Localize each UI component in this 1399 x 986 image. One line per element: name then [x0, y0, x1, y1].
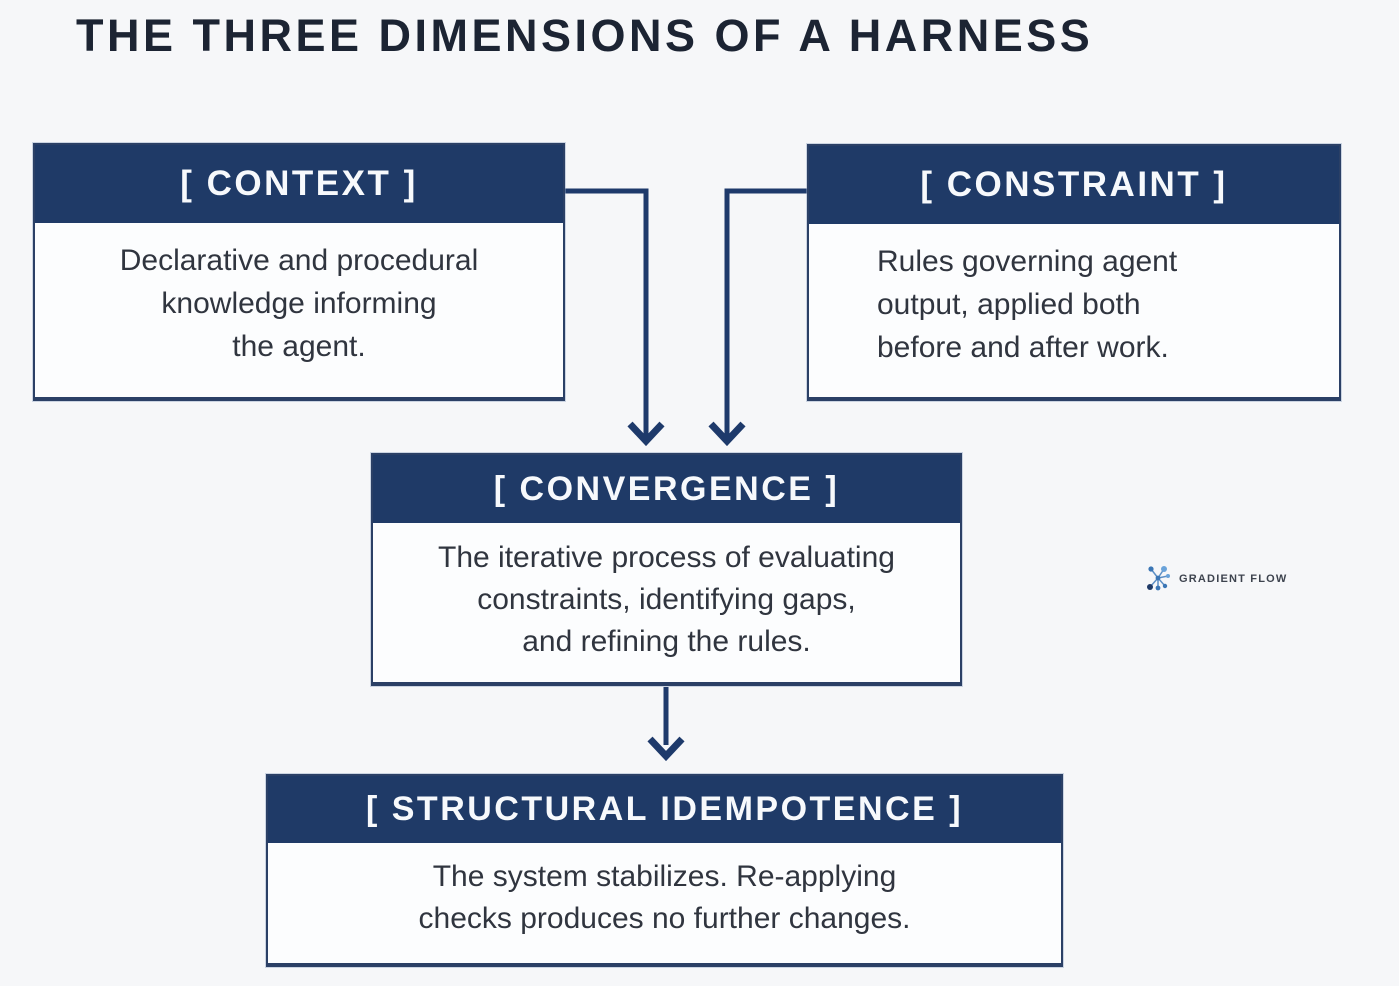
- gradient-flow-logo-label: GRADIENT FLOW: [1179, 573, 1288, 585]
- structural-idempotence-box-body: The system stabilizes. Re-applying check…: [268, 843, 1061, 940]
- structural-idempotence-body-line: The system stabilizes. Re-applying: [432, 860, 897, 893]
- constraint-body-line: Rules governing agent: [877, 245, 1178, 278]
- convergence-box-title: [ CONVERGENCE ]: [493, 469, 840, 508]
- context-body-line: the agent.: [232, 330, 366, 363]
- convergence-box-body: The iterative process of evaluating cons…: [373, 523, 960, 663]
- convergence-arrowhead-icon: [647, 736, 685, 762]
- gradient-flow-logo: GRADIENT FLOW: [1146, 564, 1287, 594]
- context-box-header: [ CONTEXT ]: [35, 145, 563, 223]
- convergence-body-line: The iterative process of evaluating: [438, 541, 895, 574]
- constraint-body-line: before and after work.: [877, 331, 1169, 364]
- structural-idempotence-box-header: [ STRUCTURAL IDEMPOTENCE ]: [268, 776, 1061, 843]
- context-arrowhead-icon: [627, 421, 665, 447]
- context-box-title: [ CONTEXT ]: [180, 164, 418, 203]
- constraint-to-convergence-connector: [724, 188, 807, 436]
- constraint-box-title: [ CONSTRAINT ]: [920, 165, 1228, 204]
- context-body-line: Declarative and procedural: [119, 244, 479, 277]
- constraint-box-header: [ CONSTRAINT ]: [809, 146, 1339, 224]
- network-graph-icon: [1147, 566, 1170, 591]
- constraint-box-body: Rules governing agent output, applied bo…: [809, 224, 1339, 369]
- structural-idempotence-box: [ STRUCTURAL IDEMPOTENCE ] The system st…: [266, 774, 1063, 967]
- constraint-body-line: output, applied both: [877, 288, 1141, 321]
- diagram-title: THE THREE DIMENSIONS OF A HARNESS: [76, 10, 1094, 61]
- structural-idempotence-box-title: [ STRUCTURAL IDEMPOTENCE ]: [365, 790, 964, 828]
- convergence-box-header: [ CONVERGENCE ]: [373, 455, 960, 523]
- convergence-box: [ CONVERGENCE ] The iterative process of…: [371, 453, 962, 686]
- context-body-line: knowledge informing: [161, 287, 437, 320]
- convergence-body-line: constraints, identifying gaps,: [477, 583, 856, 616]
- context-to-convergence-connector: [565, 188, 649, 436]
- constraint-arrowhead-icon: [708, 421, 746, 447]
- context-box: [ CONTEXT ] Declarative and procedural k…: [33, 143, 565, 401]
- convergence-body-line: and refining the rules.: [522, 625, 811, 658]
- constraint-box: [ CONSTRAINT ] Rules governing agent out…: [807, 144, 1341, 401]
- context-box-body: Declarative and procedural knowledge inf…: [35, 223, 563, 368]
- structural-idempotence-body-line: checks produces no further changes.: [418, 902, 911, 935]
